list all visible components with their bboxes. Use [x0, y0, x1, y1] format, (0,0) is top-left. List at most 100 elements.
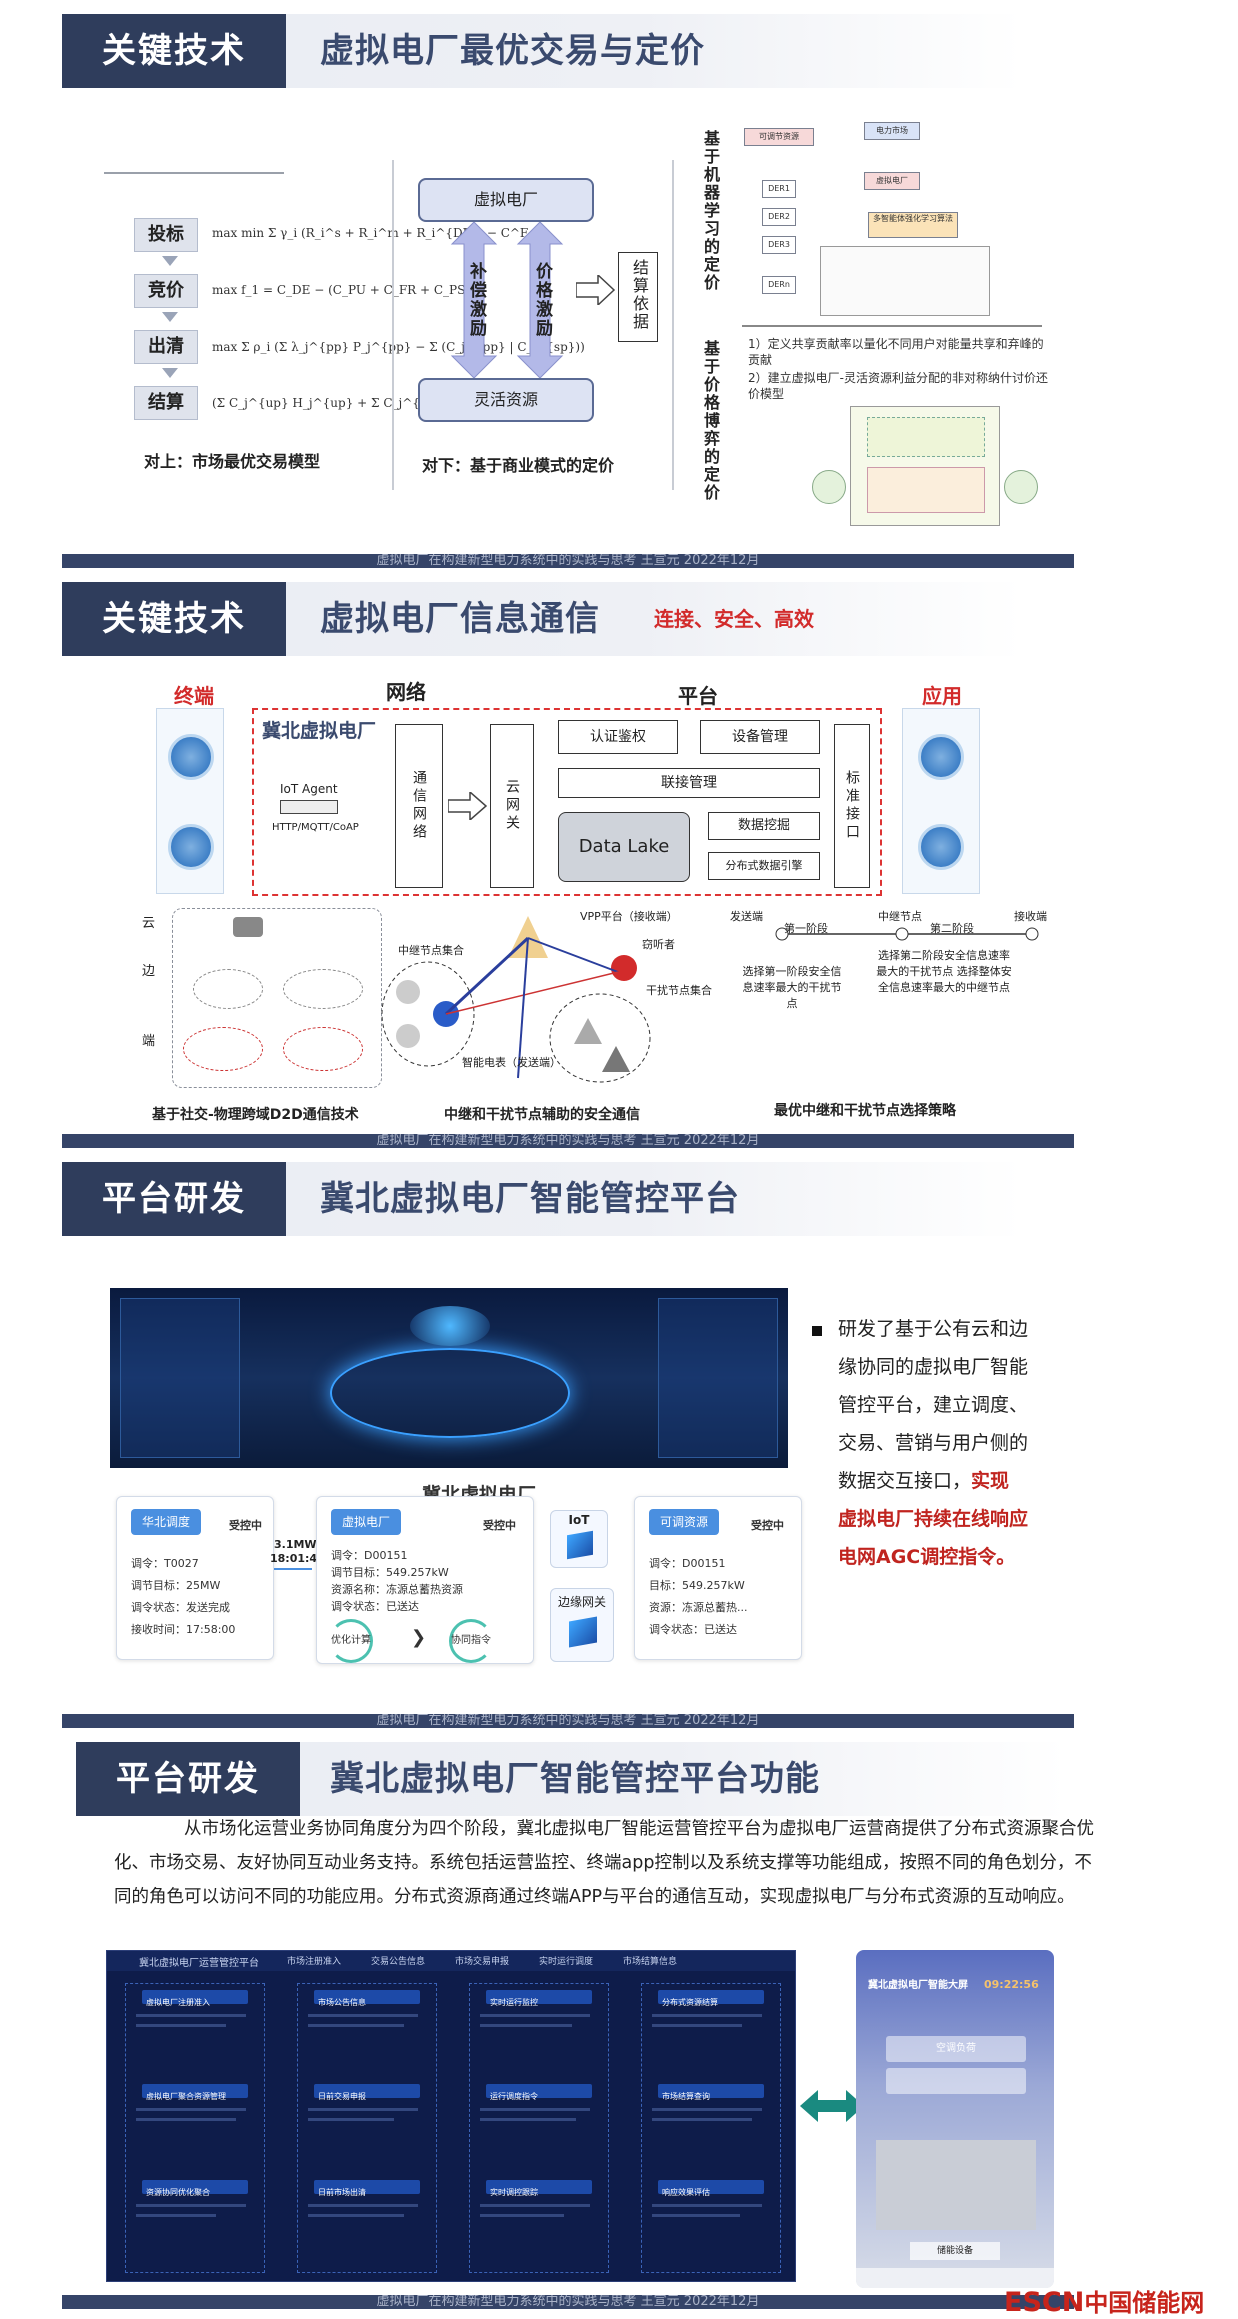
text-line [480, 2204, 590, 2207]
compensation-arrow [450, 222, 498, 378]
slide-header: 平台研发 冀北虚拟电厂智能管控平台 [62, 1162, 1022, 1236]
divider [392, 160, 394, 490]
home-icon [918, 734, 964, 780]
down-arrow-icon [162, 256, 178, 266]
relay-label: 中继节点 [878, 910, 922, 923]
function-label: 分布式资源结算 [662, 1998, 718, 2007]
slide-subtitle: 连接、安全、高效 [654, 607, 814, 631]
slide-title: 冀北虚拟电厂智能管控平台 [320, 1179, 740, 1219]
cluster-region [283, 969, 363, 1009]
stage2-desc: 选择第二阶段安全信息速率最大的干扰节点 选择整体安全信息速率最大的中继节点 [876, 949, 1012, 994]
building-icon [918, 824, 964, 870]
card-rows: 调令：T0027 调节目标：25MW 调令状态：发送完成 接收时间：17:58:… [131, 1553, 235, 1641]
smart-meter-label: 智能电表（发送端） [462, 1056, 561, 1069]
section-tag: 关键技术 [62, 582, 286, 656]
text-line [652, 2108, 762, 2111]
phone-button[interactable]: 空调负荷 [886, 2036, 1026, 2062]
col-terminal: 终端 [174, 684, 214, 708]
text-line [136, 2024, 226, 2027]
der3-box: DER3 [762, 236, 796, 254]
card-row: 调令状态：已送达 [649, 1623, 737, 1636]
slide-footer: 虚拟电厂在构建新型电力系统中的实践与思考 王宣元 2022年12月 [62, 1134, 1074, 1148]
slide-header: 关键技术 虚拟电厂信息通信 连接、安全、高效 [62, 582, 1022, 656]
function-item[interactable]: 资源协同优化聚合 [142, 2180, 248, 2197]
text-line [480, 2024, 572, 2027]
slide-header: 平台研发 冀北虚拟电厂智能管控平台功能 [76, 1742, 1066, 1816]
device-icon [168, 734, 214, 780]
std-interface-box: 标准接口 [834, 724, 870, 888]
dashboard-tab[interactable]: 市场注册准入 [287, 1957, 342, 1967]
resource-button[interactable]: 可调资源 [649, 1509, 719, 1535]
function-item[interactable]: 虚拟电厂注册准入 [142, 1990, 248, 2007]
watermark-cn: 中国储能网 [1084, 2289, 1205, 2317]
dashboard-tab[interactable]: 交易公告信息 [371, 1957, 426, 1967]
function-item[interactable]: 实时运行监控 [486, 1990, 592, 2007]
dashboard-tab[interactable]: 市场结算信息 [623, 1957, 678, 1967]
slide-title: 虚拟电厂最优交易与定价 [320, 31, 705, 71]
card-rows: 调令：D00151 目标：549.257kW 资源：冻源总蓄热... 调令状态：… [649, 1553, 748, 1641]
formula-bid: max min Σ γ_i (R_i^s + R_i^m + R_i^{DP})… [212, 226, 529, 240]
function-item[interactable]: 日前交易申报 [314, 2084, 420, 2101]
side-label-cloud: 云 [142, 916, 156, 931]
screen-center-ring [330, 1348, 570, 1438]
step-compete: 竞价 [134, 274, 198, 308]
bullet-text: 研发了基于公有云和边缘协同的虚拟电厂智能管控平台，建立调度、交易、营销与用户侧的… [838, 1318, 1029, 1492]
game-text-1: 1）定义共享贡献率以量化不同用户对能量共享和弃峰的贡献 [748, 337, 1044, 367]
function-label: 虚拟电厂注册准入 [146, 1998, 210, 2007]
flow-time: 18:01:49 [270, 1552, 325, 1565]
comm-network-box: 通信网络 [395, 724, 443, 888]
phone-button[interactable]: 储能设备 [910, 2242, 1000, 2260]
distributed-engine-box: 分布式数据引擎 [708, 852, 820, 880]
device-mgmt-box: 设备管理 [700, 720, 820, 754]
text-line [480, 2014, 590, 2017]
function-label: 市场结算查询 [662, 2092, 710, 2101]
function-column: 市场公告信息 日前交易申报 日前市场出清 [297, 1983, 437, 2273]
function-item[interactable]: 市场公告信息 [314, 1990, 420, 2007]
function-item[interactable]: 日前市场出清 [314, 2180, 420, 2197]
card-row: 调令：T0027 [131, 1557, 199, 1570]
function-item[interactable]: 市场结算查询 [658, 2084, 764, 2101]
slide-footer: 虚拟电厂在构建新型电力系统中的实践与思考 王宣元 2022年12月 [62, 1714, 1074, 1728]
function-item[interactable]: 运行调度指令 [486, 2084, 592, 2101]
flexible-resource-box: 灵活资源 [418, 378, 594, 422]
section-tag: 平台研发 [62, 1162, 286, 1236]
text-line [480, 2214, 564, 2217]
text-line [308, 2108, 418, 2111]
card-row: 调节目标：25MW [131, 1579, 221, 1592]
formula-clear: max Σ ρ_i (Σ λ_j^{pp} P_j^{pp} − Σ (C_j^… [212, 340, 585, 354]
cluster-region [283, 1027, 363, 1071]
function-item[interactable]: 响应效果评估 [658, 2180, 764, 2197]
dispatch-button[interactable]: 华北调度 [131, 1509, 201, 1535]
text-line [308, 2118, 394, 2121]
text-line [136, 2204, 246, 2207]
conn-mgmt-box: 联接管理 [558, 768, 820, 798]
function-label: 日前市场出清 [318, 2188, 366, 2197]
function-item[interactable]: 分布式资源结算 [658, 1990, 764, 2007]
control-screen-image [110, 1288, 788, 1468]
caption-d2d: 基于社交-物理跨域D2D通信技术 [152, 1107, 359, 1123]
diagram-region [867, 467, 985, 513]
bullet-paragraph: 研发了基于公有云和边缘协同的虚拟电厂智能管控平台，建立调度、交易、营销与用户侧的… [838, 1310, 1028, 1576]
section-tag: 平台研发 [76, 1742, 300, 1816]
phone-button-blank[interactable] [886, 2068, 1026, 2094]
step-bid: 投标 [134, 218, 198, 252]
function-item[interactable]: 实时调控跟踪 [486, 2180, 592, 2197]
vpp-button[interactable]: 虚拟电厂 [331, 1509, 401, 1535]
description-paragraph: 从市场化运营业务协同角度分为四个阶段，冀北虚拟电厂智能运营管控平台为虚拟电厂运营… [114, 1819, 1094, 1907]
iot-label: IoT [568, 1513, 590, 1527]
caption-relay: 中继和干扰节点辅助的安全通信 [444, 1107, 640, 1123]
side-label-edge: 边 [142, 964, 156, 979]
right-arrow-icon [576, 275, 616, 305]
function-item[interactable]: 虚拟电厂聚合资源管理 [142, 2084, 248, 2101]
dashboard-tab[interactable]: 实时运行调度 [539, 1957, 594, 1967]
screen-left-panel [120, 1298, 240, 1458]
vpp-mini-box: 虚拟电厂 [864, 172, 920, 190]
vpp-receiver-label: VPP平台（接收端） [580, 910, 678, 923]
dashboard-tab[interactable]: 市场交易申报 [455, 1957, 510, 1967]
bargaining-diagram [850, 406, 1000, 526]
function-label: 实时调控跟踪 [490, 2188, 538, 2197]
compensation-label: 补偿激励 [466, 262, 486, 338]
protocol-label: HTTP/MQTT/CoAP [272, 822, 359, 833]
text-line [652, 2024, 742, 2027]
marl-box: 多智能体强化学习算法 [868, 212, 958, 238]
